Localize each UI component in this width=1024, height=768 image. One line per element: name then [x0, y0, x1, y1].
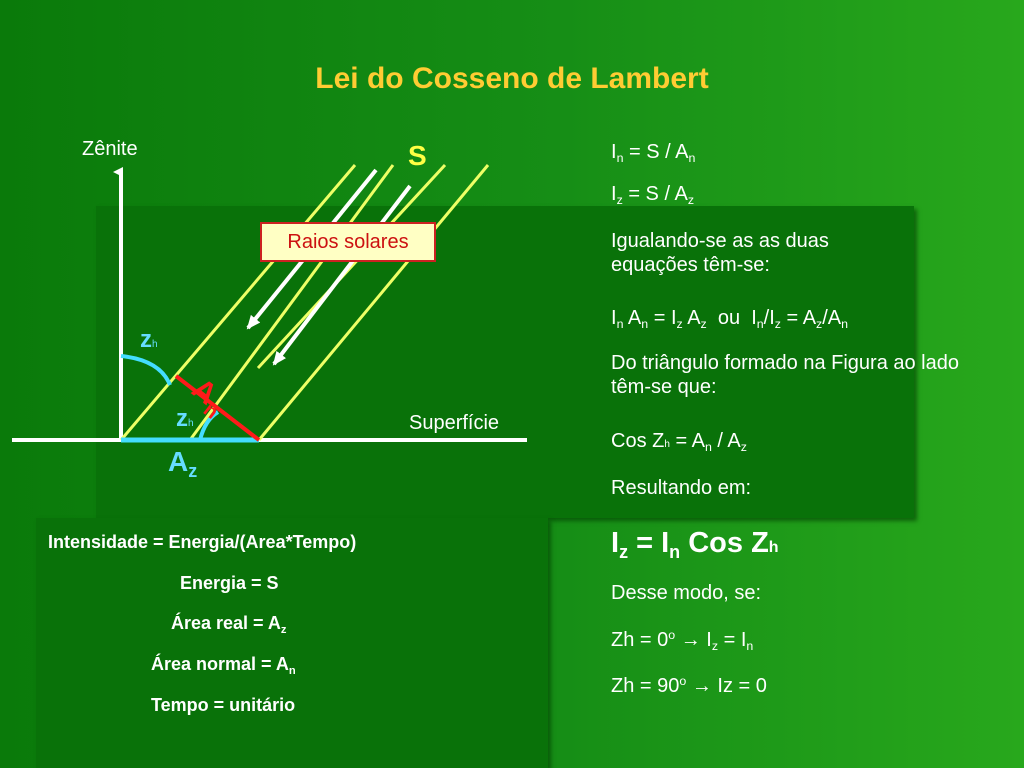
zh-arc-upper — [120, 354, 172, 386]
text-resultando: Resultando em: — [611, 477, 752, 499]
eq-in: In = S / An — [611, 141, 696, 165]
page-title: Lei do Cosseno de Lambert — [315, 62, 709, 95]
def-area-normal: Área normal = An — [151, 654, 296, 677]
eq-iz: Iz = S / Az — [611, 183, 695, 207]
eq-equality: In An = Iz Az ou In/Iz = Az/An — [611, 307, 849, 331]
def-area-real: Área real = Az — [171, 613, 287, 636]
ray-line-4 — [256, 163, 447, 370]
an-segment — [174, 374, 261, 442]
eq-result: Iz = In Cos Zh — [611, 527, 779, 562]
def-intensidade: Intensidade = Energia/(Area*Tempo) — [48, 532, 357, 552]
def-tempo: Tempo = unitário — [151, 695, 296, 715]
surface-label: Superfície — [409, 412, 500, 434]
text-igualando: Igualando-se as as duas equações têm-se: — [611, 230, 829, 276]
eq-zh-0: Zh = 0o → Iz = In — [611, 628, 754, 653]
az-label: Az — [168, 446, 198, 481]
ray-line-1 — [119, 164, 357, 441]
sun-label: S — [408, 140, 427, 171]
ray-arrow-2 — [272, 184, 412, 366]
text-desse-modo: Desse modo, se: — [611, 582, 762, 604]
eq-cos: Cos Zh = An / Az — [611, 430, 747, 454]
zenith-label: Zênite — [82, 138, 138, 160]
background-band-upper — [96, 206, 914, 518]
text-triangulo: Do triângulo formado na Figura ao lado t… — [611, 352, 959, 398]
ray-line-3 — [257, 164, 490, 441]
background-band-lower — [36, 518, 548, 768]
eq-zh-90: Zh = 90o → Iz = 0 — [611, 674, 767, 697]
zh-arc-lower — [198, 410, 220, 441]
zh-upper-label: zh — [140, 326, 158, 353]
def-energia: Energia = S — [180, 573, 279, 593]
ray-line-2 — [188, 164, 395, 441]
solar-rays-box: Raios solares — [260, 222, 436, 262]
zh-lower-label: zh — [176, 405, 194, 432]
